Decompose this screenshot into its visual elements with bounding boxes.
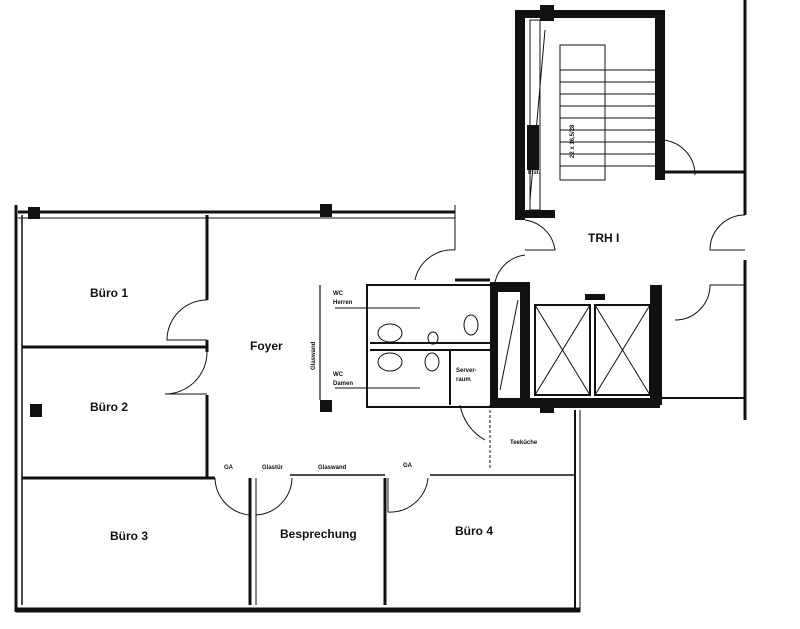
ga-left-label: GA xyxy=(224,465,234,471)
room-label-buero-1: Büro 1 xyxy=(90,286,128,300)
teekueche-label: Teeküche xyxy=(510,440,538,446)
room-label-buero-4: Büro 4 xyxy=(455,524,493,538)
room-label-trh: TRH I xyxy=(588,231,619,245)
wc-herren-label: WC xyxy=(333,291,344,297)
wc-damen-label: WC xyxy=(333,372,344,378)
el-inst-label: El. xyxy=(530,161,538,167)
stair-dimension-label: 22 x 16,5/28 xyxy=(570,124,576,158)
el-inst-label-2: Inst. xyxy=(528,170,541,176)
stair-tower xyxy=(490,0,747,420)
room-label-buero-3: Büro 3 xyxy=(110,529,148,543)
room-label-foyer: Foyer xyxy=(250,339,283,353)
walls xyxy=(14,204,581,613)
glaswand-vertical-label: Glaswand xyxy=(311,341,317,370)
wc-herren-label-2: Herren xyxy=(333,300,353,306)
room-label-besprechung: Besprechung xyxy=(280,527,357,541)
glastuer-label: Glastür xyxy=(262,465,284,471)
room-label-buero-2: Büro 2 xyxy=(90,400,128,414)
wc-damen-label-2: Damen xyxy=(333,381,353,387)
ga-right-label: GA xyxy=(403,463,413,469)
serverraum-label-2: raum xyxy=(456,377,471,383)
glaswand-bottom-label: Glaswand xyxy=(318,465,347,471)
serverraum-label: Server- xyxy=(456,368,477,374)
